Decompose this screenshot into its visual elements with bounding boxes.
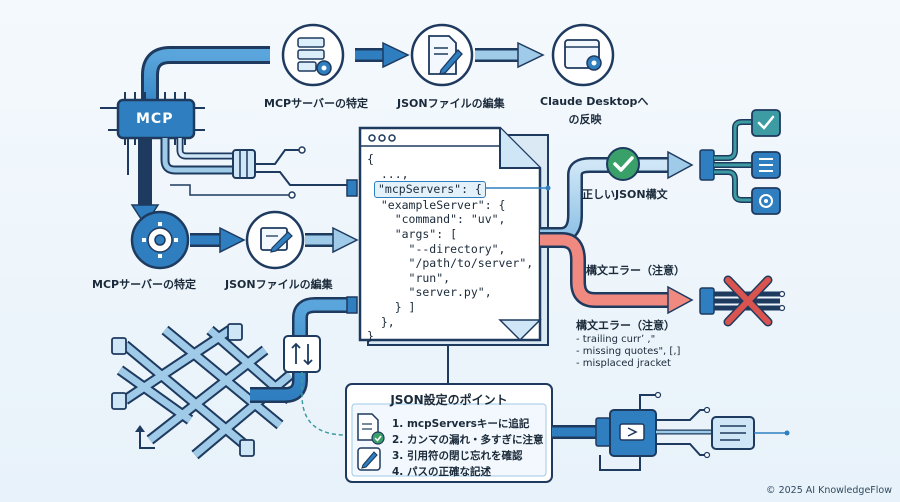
top-step3-line1: Claude Desktopへ (540, 95, 649, 108)
code-line: "command": "uv", (367, 212, 506, 227)
json-file-edit-icon (410, 23, 474, 87)
code-line: "server.py", (367, 285, 492, 300)
top-step2-label: JSONファイルの編集 (397, 97, 505, 110)
pencil-box-icon (357, 447, 381, 471)
top-step3-line2: の反映 (568, 113, 602, 126)
list-icon (751, 151, 781, 179)
code-line: } (367, 329, 374, 344)
tip-item: 4. パスの正確な記述 (392, 466, 491, 478)
tip-item: 2. カンマの漏れ・多すぎに注意 (392, 434, 544, 446)
error-branch (540, 232, 694, 315)
code-line: "/path/to/server", (367, 256, 534, 271)
tip-item: 1. mcpServersキーに追記 (392, 418, 530, 430)
mid-step2-label: JSONファイルの編集 (225, 278, 333, 291)
json-code-block: { ..., "mcpServers": { "exampleServer": … (367, 152, 533, 344)
connector-left (170, 146, 358, 199)
top-flow-pipe (141, 41, 545, 115)
dashed-link (301, 372, 347, 436)
code-line: "exampleServer": { (367, 197, 506, 212)
gear-icon (147, 227, 173, 253)
error-x-icon (723, 275, 773, 327)
code-line: }, (367, 314, 395, 329)
code-line: { (367, 152, 374, 166)
error-note-item: - misplaced jracket (576, 358, 671, 369)
code-line-highlight-wrap: "mcpServers": { (374, 181, 533, 198)
copyright: © 2025 AI KnowledgeFlow (766, 485, 892, 496)
code-line: "--directory", (367, 241, 506, 256)
tips-title: JSON設定のポイント (390, 393, 508, 407)
claude-desktop-icon (551, 23, 615, 87)
top-step3-label: Claude Desktopへ の反映 (540, 93, 649, 127)
syntax-error-label: 構文エラー（注意） (586, 264, 685, 277)
json-tips-panel: JSON設定のポイント 1. mcpServersキーに追記 2. カンマの漏れ… (346, 386, 552, 482)
valid-connector (699, 119, 752, 203)
mid-step1-label: MCPサーバーの特定 (92, 278, 196, 291)
error-note-item: - missing quotes", [,] (576, 346, 681, 357)
swap-box (283, 335, 321, 373)
top-step1-label: MCPサーバーの特定 (264, 97, 368, 110)
mcp-chip (108, 92, 205, 145)
code-line: } ] (367, 299, 416, 314)
checklist-check-icon (751, 109, 781, 137)
error-note-item: - trailing currʼ ," (576, 334, 656, 345)
server-icon (281, 23, 345, 87)
tips-panel-frame (345, 345, 553, 483)
check-icon (606, 147, 640, 181)
chip-wires (100, 107, 235, 227)
error-note: 構文エラー（注意） - trailing currʼ ," - missing … (576, 320, 680, 370)
error-note-title: 構文エラー（注意） (576, 319, 675, 332)
mid-flow (130, 210, 359, 270)
code-line: "args": [ (367, 226, 458, 241)
circuit-bottom-right (552, 391, 790, 471)
settings-gear-icon (751, 187, 781, 215)
edit-file-icon (245, 210, 305, 270)
doc-check-icon (357, 413, 385, 445)
valid-json-label: 正しいJSON構文 (582, 188, 668, 201)
pipe-network (111, 296, 358, 460)
chip-label: MCP (136, 111, 174, 127)
code-line: ..., (367, 166, 409, 181)
mcp-servers-highlight: "mcpServers": { (374, 181, 486, 198)
tip-item: 3. 引用符の閉じ忘れを確認 (392, 450, 523, 462)
code-line: "run", (367, 270, 451, 285)
